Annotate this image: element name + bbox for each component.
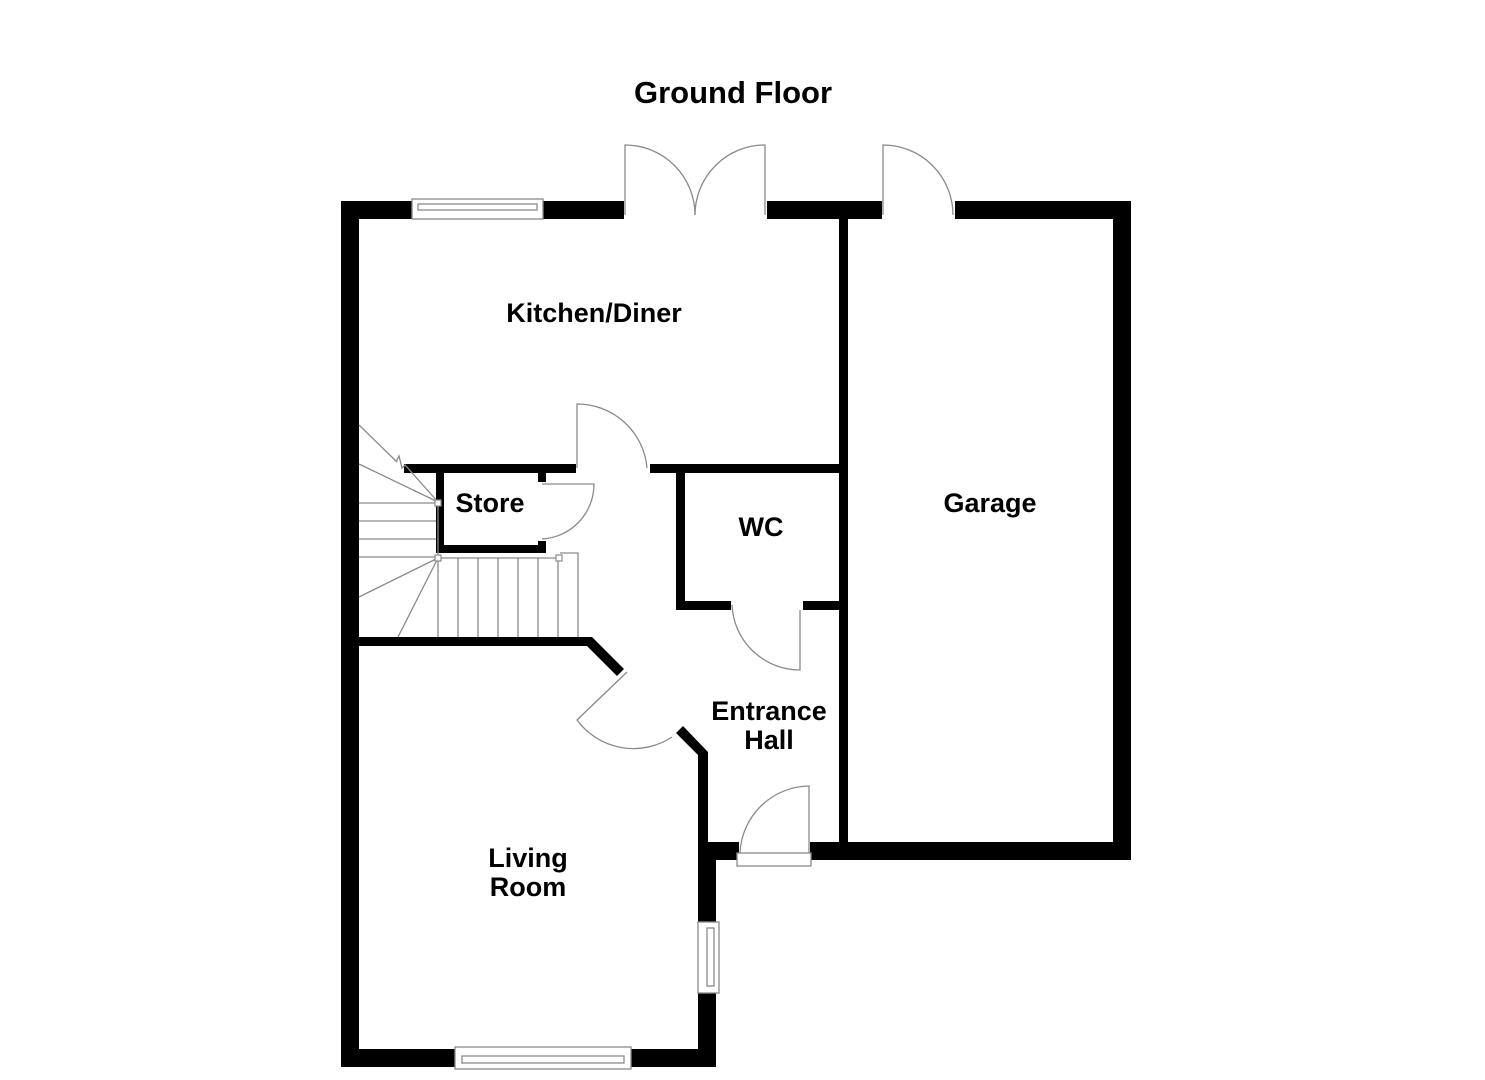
floor-title: Ground Floor [633, 75, 833, 110]
room-label-entrance-hall: Entrance Hall [711, 697, 827, 755]
room-label-wc: WC [738, 512, 784, 542]
windows [411, 198, 812, 1070]
room-label-store: Store [455, 488, 525, 518]
room-label-kitchen-diner: Kitchen/Diner [506, 298, 682, 328]
front-door-threshold [736, 852, 812, 867]
kitchen-window [411, 198, 544, 220]
doors [541, 144, 954, 854]
wc-door [731, 604, 801, 671]
walls [341, 201, 1131, 1067]
kitchen-french-doors [624, 144, 766, 216]
living-room-side-window [697, 921, 720, 994]
living-room-door [576, 671, 673, 750]
kitchen-hall-door [576, 403, 648, 469]
entrance-hall-line2: Hall [744, 725, 794, 755]
room-label-living-room: Living Room [488, 844, 568, 902]
living-room-line1: Living [488, 843, 568, 873]
front-door [739, 785, 810, 854]
living-room-front-window [454, 1046, 632, 1070]
garage-rear-door [882, 144, 954, 216]
store-door [541, 483, 595, 540]
entrance-hall-line1: Entrance [711, 696, 827, 726]
living-room-line2: Room [489, 872, 567, 902]
room-label-garage: Garage [943, 488, 1037, 518]
staircase [358, 424, 579, 638]
